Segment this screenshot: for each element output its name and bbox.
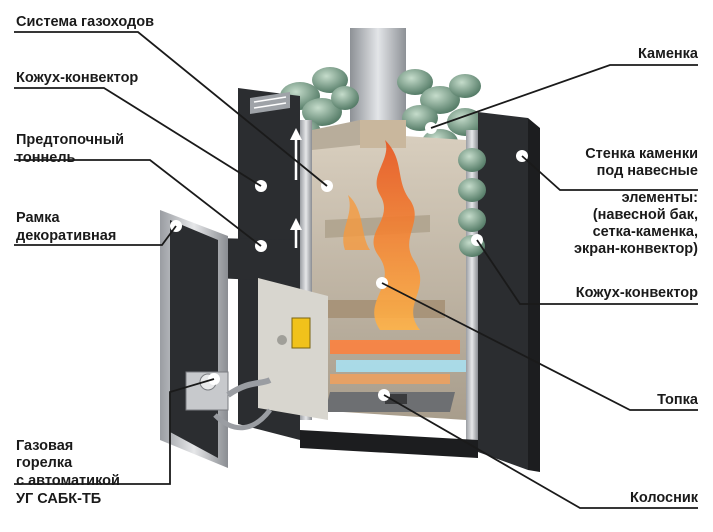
- burner-door: [258, 278, 328, 420]
- gas-burner-automation: [185, 371, 272, 431]
- stones-top: [280, 67, 483, 155]
- label-heater-wall-4: (навесной бак,: [592, 207, 698, 223]
- label-casing-convector-top: Кожух-конвектор: [16, 70, 139, 86]
- leader-lines: [14, 31, 698, 509]
- label-gas-burner-1: Газовая: [16, 438, 74, 454]
- pre-furnace-tunnel: [214, 238, 300, 282]
- label-heater-wall-5: сетка-каменка,: [592, 224, 698, 240]
- label-gas-burner-3: с автоматикой: [16, 473, 120, 489]
- burner-flames: [330, 340, 466, 384]
- label-stone-heater: Каменка: [638, 46, 698, 62]
- label-pre-furnace-tunnel-1: Предтопочный: [16, 132, 125, 148]
- label-heater-wall-2: под навесные: [596, 163, 698, 179]
- label-decorative-frame-2: декоративная: [16, 228, 117, 244]
- right-casing: [478, 112, 528, 470]
- label-casing-convector-right: Кожух-конвектор: [575, 285, 698, 301]
- label-heater-wall-6: экран-конвектор): [574, 241, 698, 257]
- label-gas-burner-2: горелка: [16, 455, 73, 471]
- label-grate: Колосник: [629, 490, 698, 506]
- stones-side: [458, 148, 486, 257]
- control-unit: [291, 317, 311, 349]
- label-gas-burner-4: УГ САБК-ТБ: [16, 491, 102, 507]
- label-decorative-frame-1: Рамка: [16, 210, 60, 226]
- label-gas-flue-system: Система газоходов: [16, 14, 155, 30]
- label-heater-wall-1: Стенка каменки: [585, 146, 698, 162]
- label-pre-furnace-tunnel-2: тоннель: [16, 150, 76, 166]
- label-heater-wall-3: элементы:: [621, 190, 698, 206]
- label-firebox: Топка: [657, 392, 698, 408]
